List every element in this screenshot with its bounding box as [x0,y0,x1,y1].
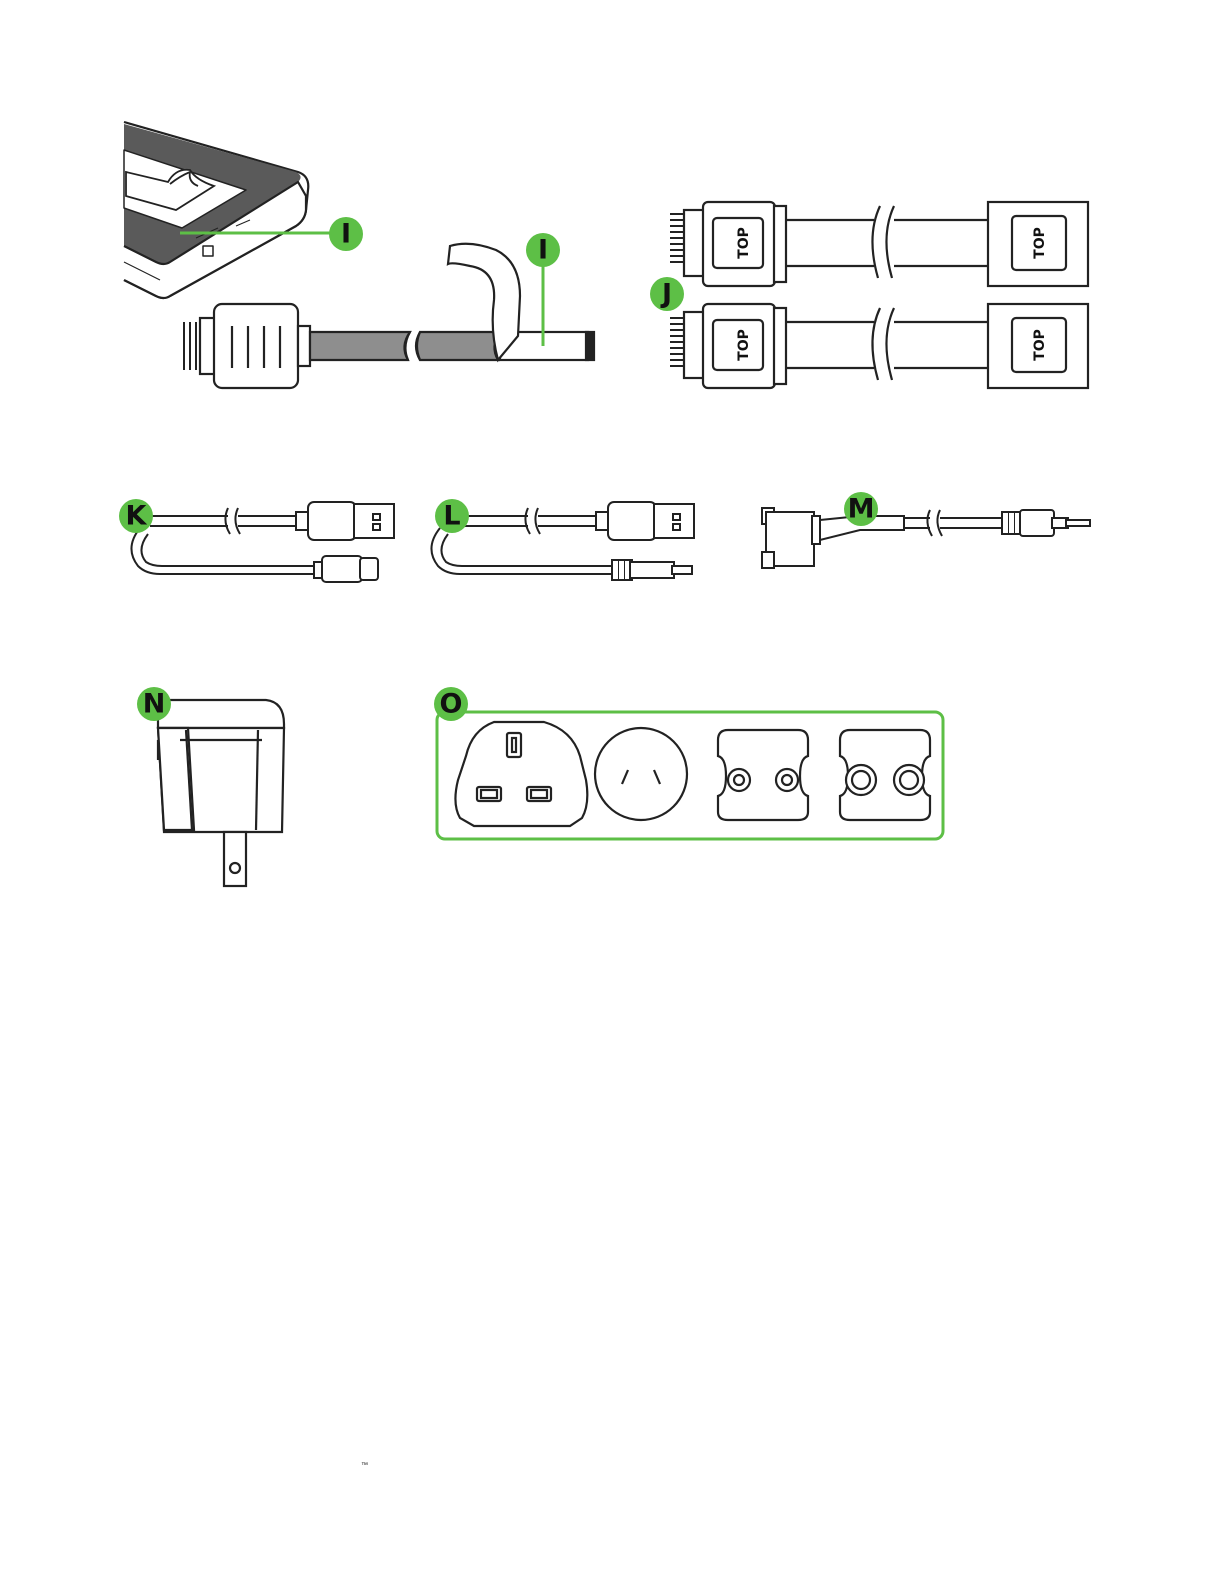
ribbon-cable-icon [184,244,594,388]
callout-k-label: K [126,501,148,532]
callout-i2: I [526,233,560,267]
power-adapter-icon [158,700,284,886]
controller-box-icon [124,122,308,298]
callout-l: L [435,499,469,533]
eu-plug-adapter-small-icon [718,730,808,820]
callout-j: J [650,277,684,311]
top-label-3: TOP [736,329,752,361]
callout-i1: I [329,217,363,251]
callout-m: M [844,492,878,526]
au-plug-adapter-icon [595,728,687,820]
top-label-1: TOP [736,227,752,259]
callout-i2-label: I [538,235,548,266]
callout-o: O [434,687,468,721]
top-label-2: TOP [1032,227,1048,259]
callout-n-label: N [143,689,166,720]
molex-to-dc-cable-icon [762,508,1090,568]
callout-l-label: L [443,501,460,532]
top-label-4: TOP [1032,329,1048,361]
extension-cable-bottom-icon [670,304,1088,388]
callout-o-label: O [440,689,463,720]
callout-j-label: J [660,279,672,310]
trademark-mark: ™ [361,1462,368,1469]
eu-plug-adapter-large-icon [840,730,930,820]
usb-a-to-dc-barrel-cable-icon [431,502,694,580]
callout-k: K [119,499,153,533]
uk-plug-adapter-icon [455,722,587,826]
callout-n: N [137,687,171,721]
extension-cable-top-icon [670,202,1088,286]
usb-a-to-usb-c-cable-icon [131,502,394,582]
callout-m-label: M [848,494,875,525]
callout-i1-label: I [341,219,351,250]
